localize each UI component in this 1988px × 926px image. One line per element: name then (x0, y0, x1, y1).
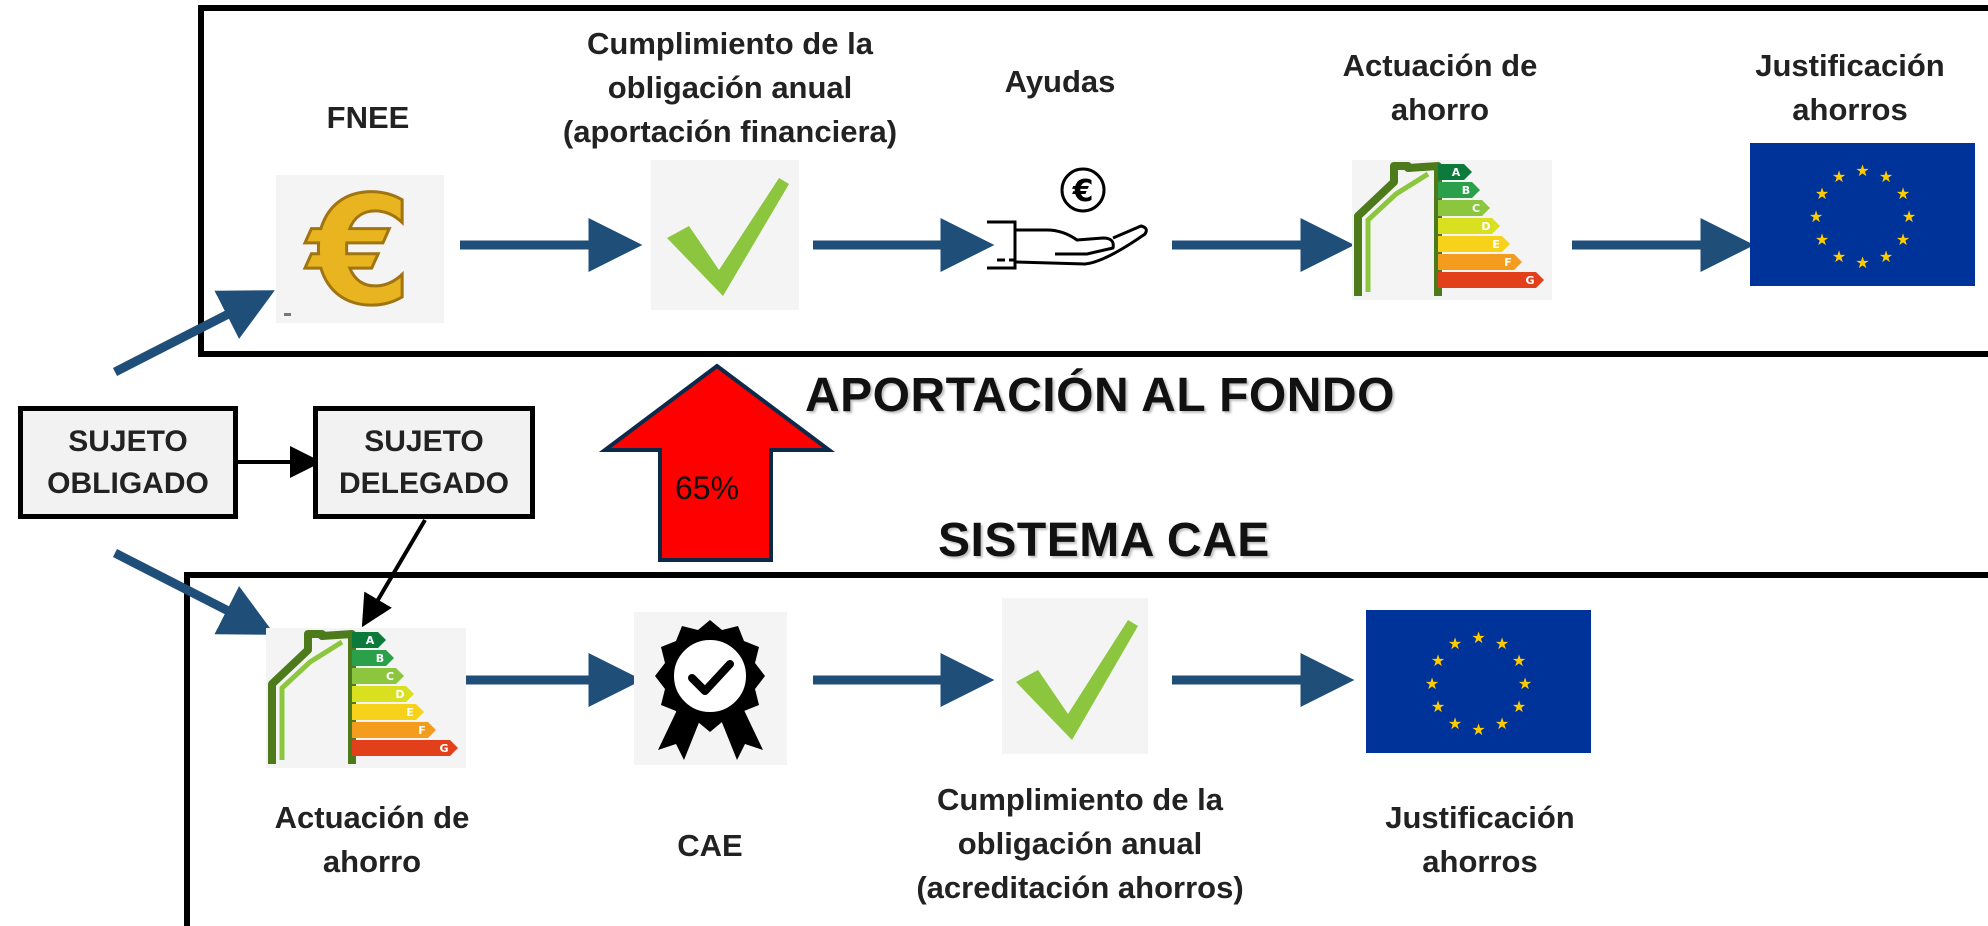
svg-text:★: ★ (1832, 247, 1846, 266)
bottom-step-2-label: CAE (677, 828, 743, 863)
svg-text:€: € (305, 175, 412, 323)
svg-text:C: C (386, 670, 394, 683)
share-arrow (599, 363, 835, 562)
svg-text:G: G (1525, 274, 1534, 287)
svg-text:★: ★ (1518, 674, 1532, 693)
top-step-1-label: FNEE (326, 100, 410, 135)
svg-text:★: ★ (1815, 184, 1829, 203)
panel-aportacion-fondo (198, 5, 1988, 357)
svg-text:F: F (1504, 256, 1512, 269)
svg-text:★: ★ (1879, 247, 1893, 266)
svg-text:★: ★ (1855, 161, 1869, 180)
hand-euro-icon: € (987, 167, 1148, 270)
svg-text:D: D (395, 688, 404, 701)
svg-text:€: € (1072, 174, 1094, 209)
svg-text:F: F (418, 724, 426, 737)
eu-flag-icon: ★★★ ★★★ ★★★ ★★★ (1750, 143, 1975, 286)
heading-aportacion-fondo: APORTACIÓN AL FONDO (805, 369, 1395, 422)
checkmark-icon (651, 160, 799, 310)
sujeto-delegado-box: SUJETO DELEGADO (313, 406, 535, 519)
arrow-obligado-to-fondo (112, 290, 275, 377)
svg-text:★: ★ (1431, 651, 1445, 670)
svg-text:B: B (376, 652, 384, 665)
svg-text:A: A (366, 634, 375, 647)
sujeto-obligado-box: SUJETO OBLIGADO (18, 406, 238, 519)
checkmark-icon (1002, 598, 1148, 754)
svg-text:★: ★ (1896, 184, 1910, 203)
heading-sistema-cae: SISTEMA CAE (938, 514, 1270, 567)
svg-text:★: ★ (1495, 634, 1509, 653)
svg-text:★: ★ (1471, 720, 1485, 739)
svg-text:★: ★ (1855, 253, 1869, 272)
eu-flag-icon: ★★★ ★★★ ★★★ ★★★ (1366, 610, 1591, 753)
top-step-2-label: Cumplimiento de la obligación anual (apo… (562, 26, 898, 149)
svg-text:E: E (406, 706, 414, 719)
top-step-5-label: Justificación ahorros (1755, 48, 1945, 127)
svg-text:★: ★ (1879, 167, 1893, 186)
svg-text:D: D (1481, 220, 1490, 233)
svg-text:★: ★ (1896, 230, 1910, 249)
svg-text:★: ★ (1448, 634, 1462, 653)
svg-text:★: ★ (1425, 674, 1439, 693)
svg-text:C: C (1472, 202, 1480, 215)
svg-text:★: ★ (1495, 714, 1509, 733)
svg-text:★: ★ (1431, 697, 1445, 716)
svg-text:★: ★ (1512, 697, 1526, 716)
svg-text:★: ★ (1902, 207, 1916, 226)
svg-text:G: G (439, 742, 448, 755)
svg-text:B: B (1462, 184, 1470, 197)
svg-text:★: ★ (1512, 651, 1526, 670)
euro-coin-icon: € (276, 175, 444, 323)
svg-text:E: E (1492, 238, 1500, 251)
svg-text:★: ★ (1809, 207, 1823, 226)
svg-text:A: A (1452, 166, 1461, 179)
svg-text:★: ★ (1471, 628, 1485, 647)
top-step-3-label: Ayudas (1004, 64, 1116, 99)
bottom-step-1-label: Actuación de ahorro (274, 800, 470, 879)
top-step-4-label: Actuación de ahorro (1342, 48, 1538, 127)
svg-text:★: ★ (1832, 167, 1846, 186)
panel-sistema-cae (184, 572, 1988, 926)
bottom-step-3-label: Cumplimiento de la obligación anual (acr… (916, 782, 1244, 905)
bottom-step-4-label: Justificación ahorros (1385, 800, 1575, 879)
certificate-badge-icon (634, 612, 787, 765)
svg-text:★: ★ (1815, 230, 1829, 249)
svg-text:★: ★ (1448, 714, 1462, 733)
arrow-obligado-to-cae (112, 548, 275, 635)
arrow-delegado-to-actuacion (361, 518, 427, 628)
share-arrow-label: 65% (675, 470, 740, 506)
